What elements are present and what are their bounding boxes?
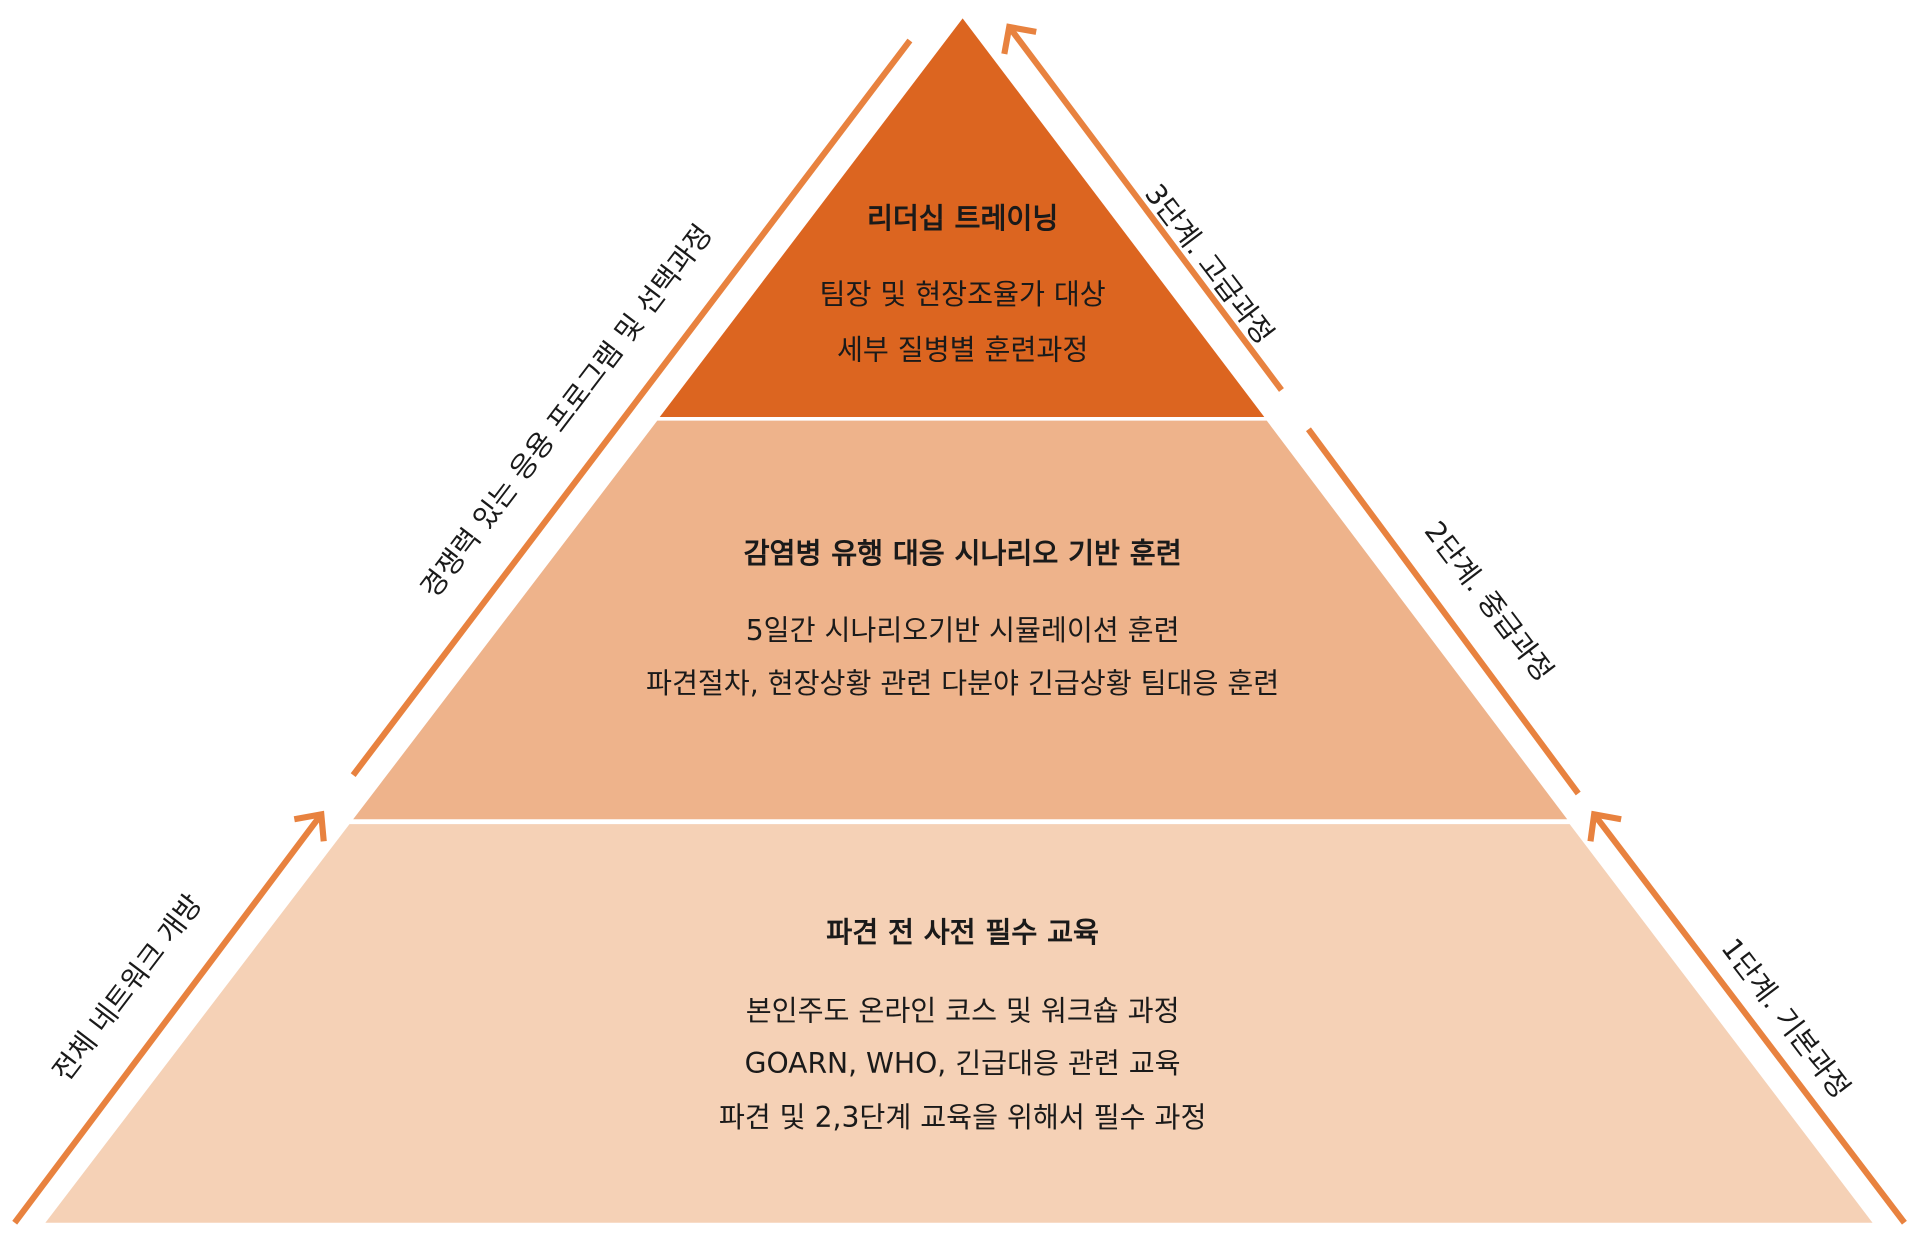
tier-middle bbox=[353, 420, 1568, 820]
left-upper-line bbox=[350, 38, 913, 777]
left-lower-arrow bbox=[12, 812, 324, 1225]
right-middle-line bbox=[1305, 427, 1581, 796]
tier-top bbox=[659, 18, 1265, 417]
tier-bottom-line: 파견 및 2,3단계 교육을 위해서 필수 과정 bbox=[719, 1101, 1207, 1134]
tier-top-title: 리더십 트레이닝 bbox=[867, 202, 1058, 235]
right-bottom-arrowhead-icon bbox=[1587, 810, 1622, 842]
tier-bottom-line: 본인주도 온라인 코스 및 워크숍 과정 bbox=[746, 994, 1180, 1027]
right-top-arrowhead-icon bbox=[1001, 23, 1037, 55]
tier-top-line: 세부 질병별 훈련과정 bbox=[837, 333, 1088, 366]
tier-top-line: 팀장 및 현장조율가 대상 bbox=[820, 278, 1106, 311]
right-bottom-arrow bbox=[1591, 812, 1907, 1225]
tier-middle-line: 파견절차, 현장상황 관련 다분야 긴급상황 팀대응 훈련 bbox=[646, 667, 1279, 700]
tier-bottom bbox=[45, 824, 1873, 1223]
right-top-arrow bbox=[1006, 25, 1284, 392]
tier-bottom-title: 파견 전 사전 필수 교육 bbox=[826, 916, 1099, 949]
tier-bottom-line: GOARN, WHO, 긴급대응 관련 교육 bbox=[745, 1047, 1181, 1080]
tier-middle-title: 감염병 유행 대응 시나리오 기반 훈련 bbox=[744, 537, 1182, 570]
left-lower-arrowhead-icon bbox=[293, 810, 327, 842]
tier-middle-line: 5일간 시나리오기반 시뮬레이션 훈련 bbox=[746, 614, 1180, 647]
